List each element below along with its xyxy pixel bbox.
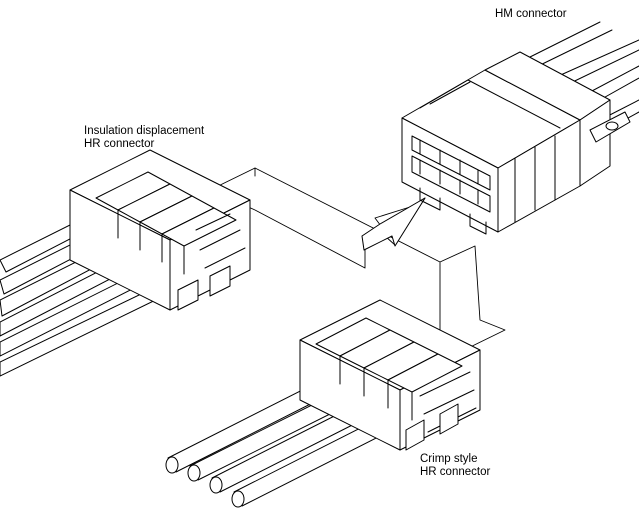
label-idc-hr-connector: Insulation displacement HR connector [84, 125, 204, 151]
label-crimp-hr-connector: Crimp style HR connector [420, 453, 490, 479]
crimp-wires [165, 375, 401, 508]
label-hm-connector: HM connector [495, 8, 567, 21]
label-hm-line-1: HM connector [495, 8, 567, 20]
idc-hr-connector [0, 149, 251, 377]
label-crimp-line-2: HR connector [420, 466, 491, 478]
label-crimp-line-1: Crimp style [420, 453, 478, 465]
crimp-hr-connector [165, 299, 481, 508]
hm-connector [401, 21, 639, 235]
label-idc-line-2: HR connector [84, 138, 155, 150]
arrow-head [361, 197, 426, 251]
label-idc-line-1: Insulation displacement [84, 125, 205, 137]
